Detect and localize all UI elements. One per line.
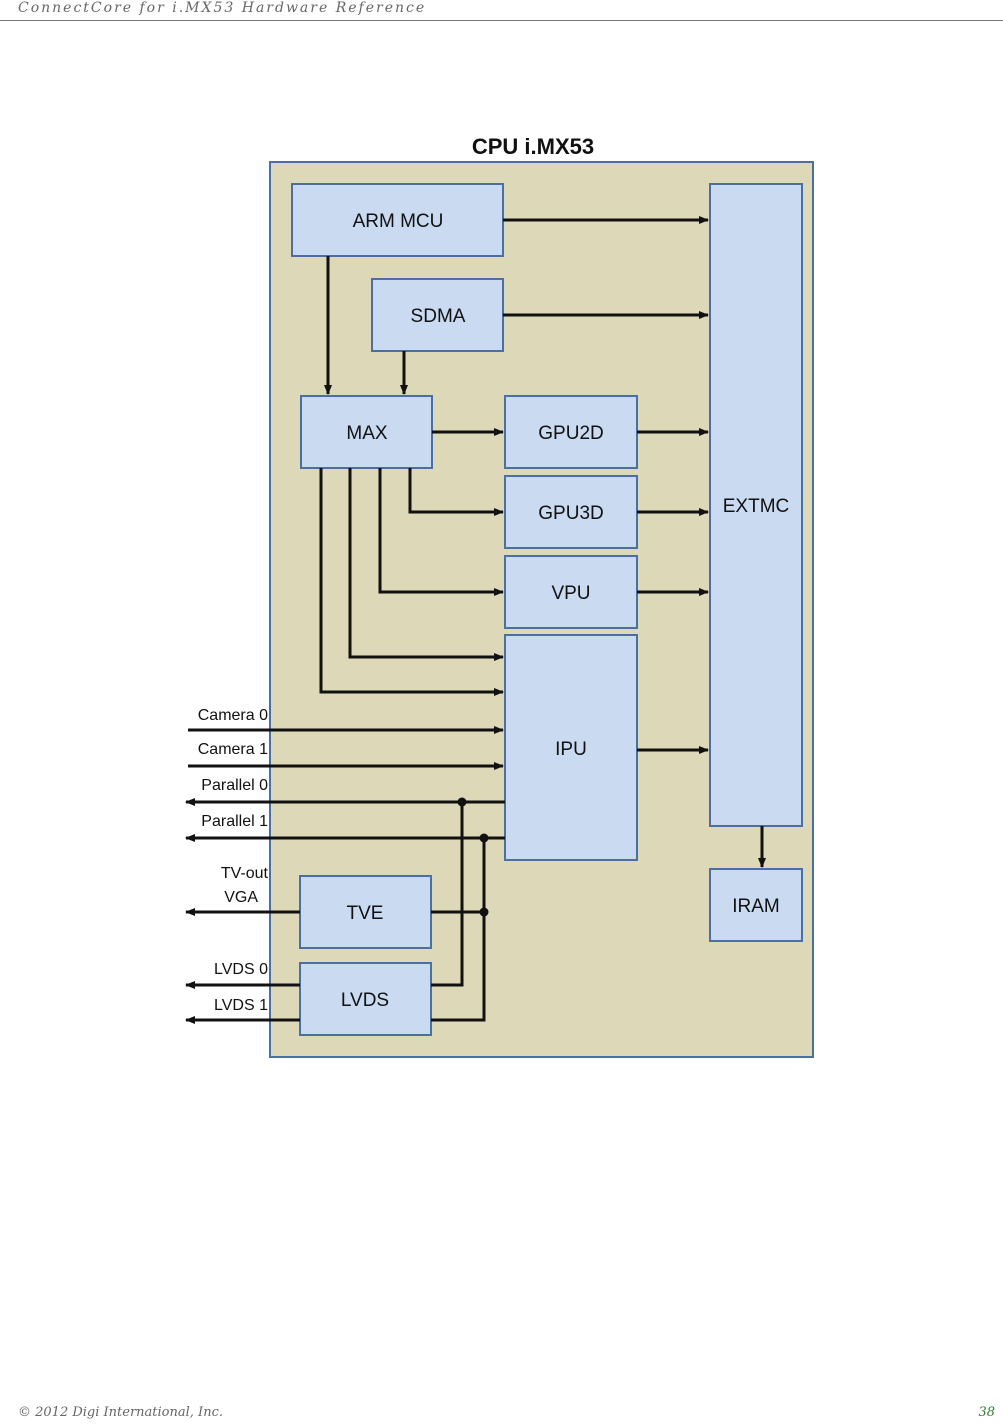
extmc-block: EXTMC xyxy=(710,184,802,826)
gpu2d-label: GPU2D xyxy=(538,423,603,444)
sdma-label: SDMA xyxy=(411,306,466,327)
ipu-block: IPU xyxy=(505,635,637,860)
vpu-block: VPU xyxy=(505,556,637,628)
label-vga: VGA xyxy=(224,889,258,906)
lvds-block: LVDS xyxy=(300,963,431,1035)
label-lvds0: LVDS 0 xyxy=(214,961,268,978)
max-block: MAX xyxy=(301,396,432,468)
junction-dot xyxy=(480,908,489,917)
arm-mcu-label: ARM MCU xyxy=(353,211,444,232)
footer-copyright: © 2012 Digi International, Inc. xyxy=(18,1405,223,1420)
junction-dot xyxy=(480,834,489,843)
tve-label: TVE xyxy=(347,903,384,924)
ipu-label: IPU xyxy=(555,739,587,760)
label-tvout: TV-out xyxy=(221,865,269,882)
label-parallel0: Parallel 0 xyxy=(201,777,268,794)
label-camera1: Camera 1 xyxy=(198,741,268,758)
page-number: 38 xyxy=(978,1405,995,1420)
lvds-label: LVDS xyxy=(341,990,389,1011)
tve-block: TVE xyxy=(300,876,431,948)
iram-block: IRAM xyxy=(710,869,802,941)
extmc-label: EXTMC xyxy=(723,496,790,517)
max-label: MAX xyxy=(346,423,388,444)
sdma-block: SDMA xyxy=(372,279,503,351)
arm-mcu-block: ARM MCU xyxy=(292,184,503,256)
label-parallel1: Parallel 1 xyxy=(201,813,268,830)
gpu3d-label: GPU3D xyxy=(538,503,603,524)
label-camera0: Camera 0 xyxy=(198,707,268,724)
label-lvds1: LVDS 1 xyxy=(214,997,268,1014)
gpu3d-block: GPU3D xyxy=(505,476,637,548)
diagram-title: CPU i.MX53 xyxy=(472,134,594,159)
vpu-label: VPU xyxy=(551,583,590,604)
junction-dot xyxy=(458,798,467,807)
iram-label: IRAM xyxy=(732,896,780,917)
gpu2d-block: GPU2D xyxy=(505,396,637,468)
